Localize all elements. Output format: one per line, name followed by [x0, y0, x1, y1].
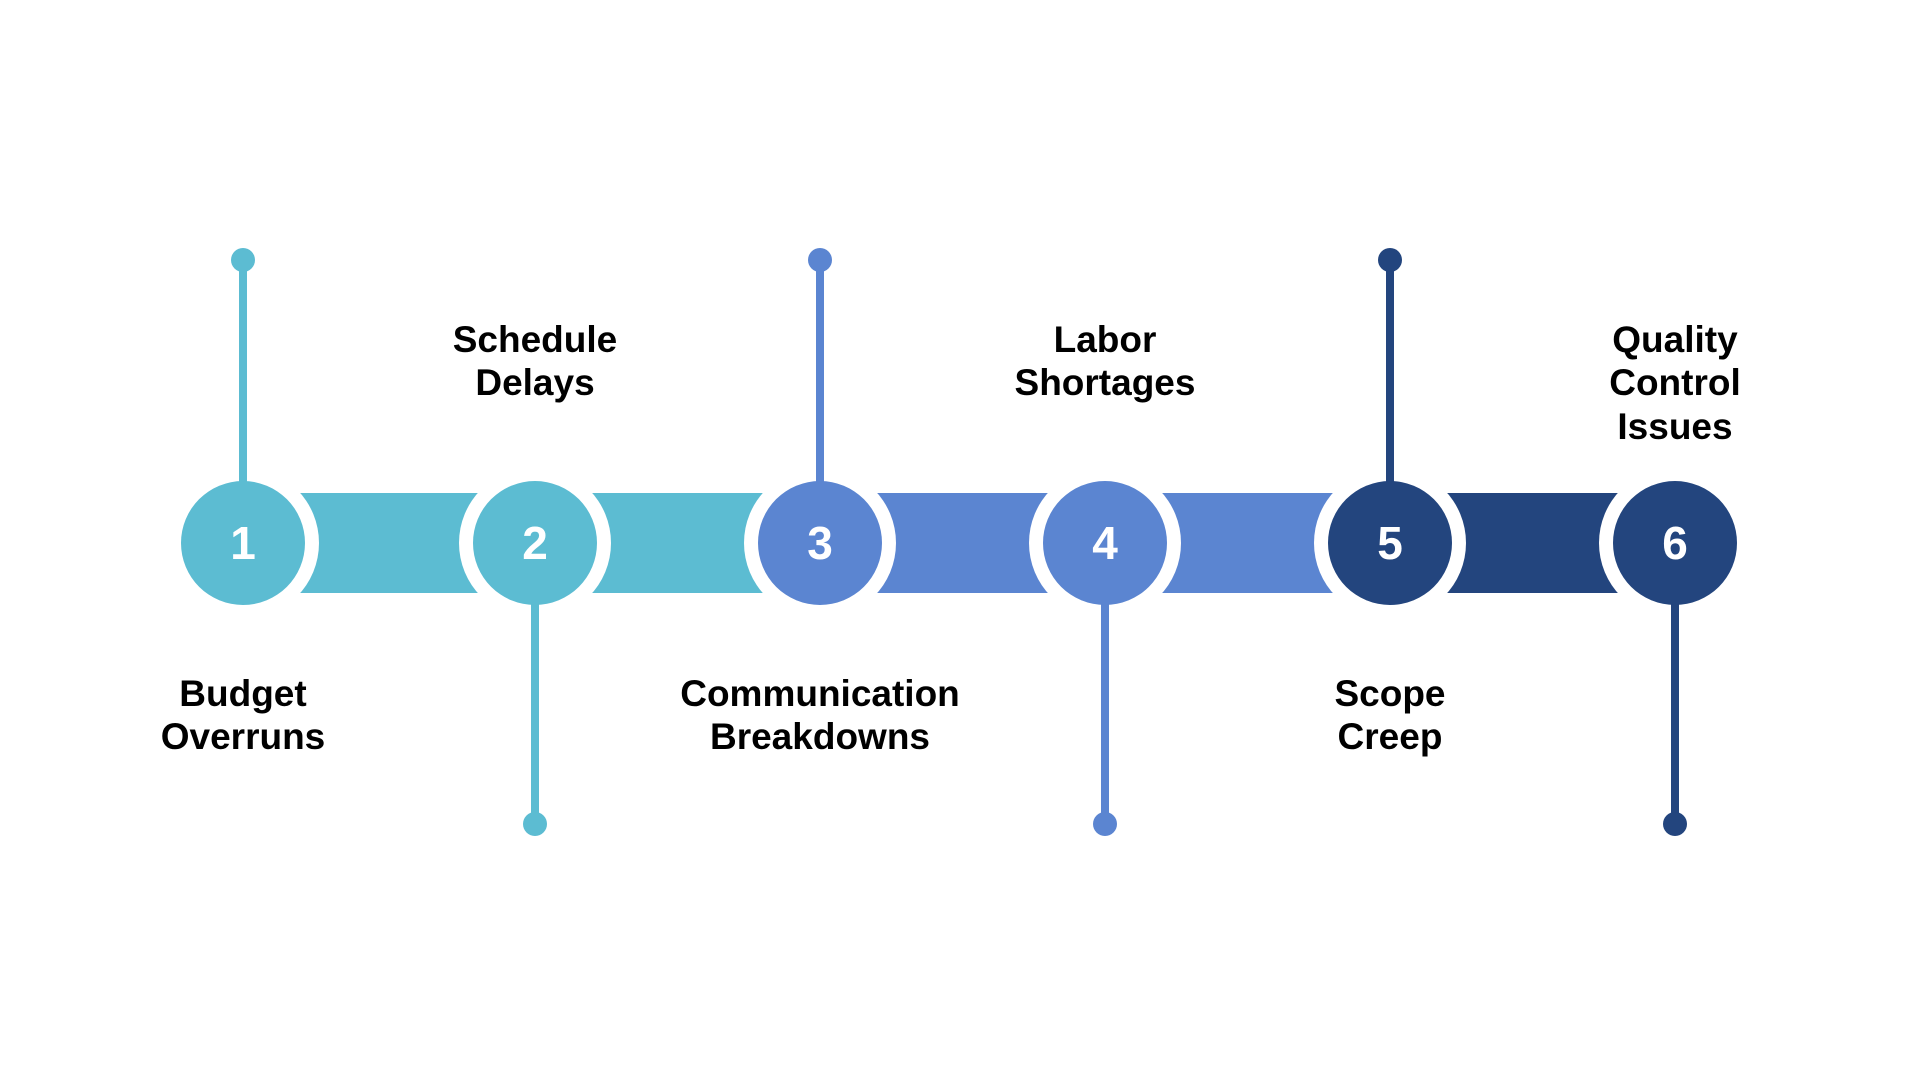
- connector-endpoint-dot-1: [231, 248, 255, 272]
- step-circle-4[interactable]: [1043, 481, 1167, 605]
- timeline-bar-group: [243, 493, 1675, 593]
- step-circle-group: [181, 481, 1737, 605]
- timeline-bar-segment-3: [820, 493, 1105, 593]
- step-label-5: Scope Creep: [1334, 673, 1446, 758]
- step-circle-5[interactable]: [1328, 481, 1452, 605]
- connector-endpoint-dot-5: [1378, 248, 1402, 272]
- step-circle-1[interactable]: [181, 481, 305, 605]
- step-label-1: Budget Overruns: [160, 673, 326, 758]
- step-number-1: 1: [230, 517, 256, 569]
- timeline-bar-segment-1: [243, 493, 535, 593]
- timeline-bar-segment-4: [1105, 493, 1390, 593]
- step-label-6: Quality Control Issues: [1609, 319, 1741, 447]
- step-number-3: 3: [807, 517, 833, 569]
- step-number-4: 4: [1092, 517, 1118, 569]
- connector-endpoint-dot-4: [1093, 812, 1117, 836]
- step-label-2: Schedule Delays: [452, 319, 618, 404]
- connector-endpoint-dot-3: [808, 248, 832, 272]
- step-number-5: 5: [1377, 517, 1403, 569]
- step-number-6: 6: [1662, 517, 1688, 569]
- step-label-4: Labor Shortages: [1014, 319, 1196, 404]
- step-number-2: 2: [522, 517, 548, 569]
- connector-endpoint-dot-2: [523, 812, 547, 836]
- step-circle-6[interactable]: [1613, 481, 1737, 605]
- connector-endpoint-dot-6: [1663, 812, 1687, 836]
- timeline-bar-segment-5: [1390, 493, 1675, 593]
- step-label-3: Communication Breakdowns: [680, 673, 960, 758]
- step-circle-2[interactable]: [473, 481, 597, 605]
- timeline-bar-segment-2: [535, 493, 820, 593]
- step-circle-3[interactable]: [758, 481, 882, 605]
